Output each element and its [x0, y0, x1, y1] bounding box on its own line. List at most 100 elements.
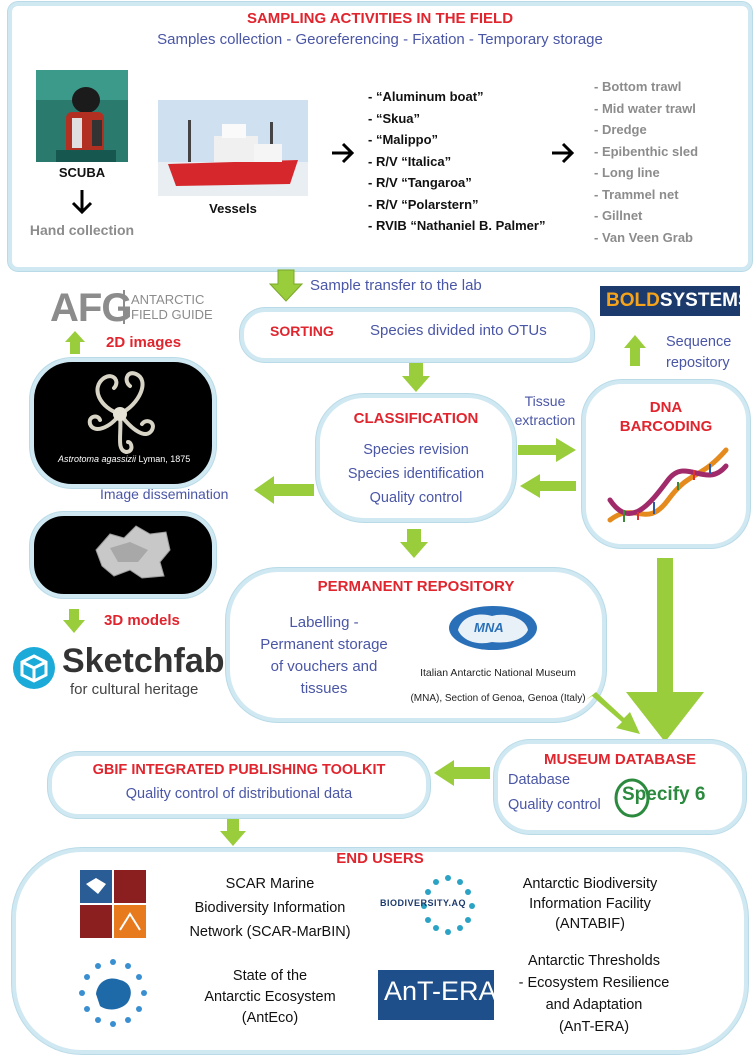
sorting-title: SORTING [270, 323, 334, 339]
repository-line: of vouchers and [270, 658, 378, 675]
vessel-list: - “Aluminum boat” - “Skua” - “Malippo” -… [368, 86, 545, 237]
database-items: Database Quality control [508, 768, 601, 818]
green-down-arrow-icon [220, 819, 246, 846]
antera-text: Antarctic Thresholds - Ecosystem Resilie… [504, 950, 684, 1038]
anteco-text: State of the Antarctic Ecosystem (AntEco… [180, 966, 360, 1029]
anteco-line: Antarctic Ecosystem [204, 989, 336, 1005]
antabif-line: Information Facility [529, 896, 651, 912]
sorting-box [240, 308, 594, 362]
gear-list: - Bottom trawl - Mid water trawl - Dredg… [594, 76, 698, 248]
classification-item: Species identification [347, 466, 485, 482]
afg-divider [123, 290, 125, 324]
antabif-text: Antarctic Biodiversity Information Facil… [500, 874, 680, 934]
dna-line: BARCODING [619, 418, 713, 435]
repository-line: Labelling - [289, 614, 359, 631]
hand-collection-label: Hand collection [29, 222, 135, 238]
gbif-box [48, 752, 430, 818]
database-title: MUSEUM DATABASE [544, 751, 696, 768]
repository-box [226, 568, 606, 722]
model-3d-image [95, 525, 171, 579]
biodiversity-aq-text: BIODIVERSITY.AQ [380, 898, 467, 908]
afg-line1: ANTARCTIC [131, 292, 205, 307]
mna-logo [449, 606, 537, 650]
green-left-arrow-icon [254, 476, 314, 504]
gear-item: - Mid water trawl [594, 100, 696, 116]
vessel-item: - “Skua” [368, 110, 421, 126]
dna-line: DNA [649, 399, 683, 416]
green-left-arrow-icon [434, 760, 490, 786]
vessel-item: - “Malippo” [368, 132, 439, 147]
down-arrow-icon [71, 190, 93, 215]
mna-logo-text: MNA [474, 620, 504, 635]
antabif-line: (ANTABIF) [555, 916, 625, 932]
classification-items: Species revision Species identification … [316, 438, 516, 510]
sketchfab-icon [13, 647, 55, 689]
classification-item: Species revision [363, 442, 469, 458]
systems-part: SYSTEMS [659, 290, 751, 311]
image-2d-caption: Astrotoma agassizii Lyman, 1875 [58, 454, 190, 464]
classification-box [316, 394, 516, 522]
vessel-item: - “Aluminum boat” [368, 89, 484, 104]
transfer-label: Sample transfer to the lab [310, 277, 482, 294]
afg-subtitle: ANTARCTIC FIELD GUIDE [131, 292, 213, 322]
gear-item: - Bottom trawl [594, 79, 682, 94]
bold-systems-logo [600, 286, 740, 316]
sequence-line: Sequence [666, 334, 732, 350]
scar-line: Biodiversity Information [194, 900, 346, 916]
sketchfab-sub: for cultural heritage [70, 681, 199, 698]
repository-title: PERMANENT REPOSITORY [317, 578, 515, 595]
end-users-title: END USERS [336, 850, 424, 867]
right-arrow-icon [332, 142, 355, 164]
antera-line: Antarctic Thresholds [528, 953, 660, 969]
scar-text: SCAR Marine Biodiversity Information Net… [180, 872, 360, 944]
repository-line: tissues [300, 680, 348, 697]
sketchfab-name: Sketchfab [62, 642, 225, 680]
sampling-box [8, 2, 752, 271]
brittle-star-image [87, 371, 155, 455]
vessel-item: - R/V “Tangaroa” [368, 175, 472, 190]
specify-logo [614, 778, 650, 818]
database-item: Database [508, 772, 571, 788]
afg-line2: FIELD GUIDE [131, 307, 213, 322]
gear-item: - Trammel net [594, 186, 679, 202]
afg-logo: AFG [50, 286, 132, 330]
antera-logo-text: AnT-ERA [384, 976, 497, 1006]
tissue-line: Tissue [524, 393, 566, 409]
vessel-item: - R/V “Italica” [368, 153, 452, 169]
tissue-extraction-label: Tissue extraction [500, 392, 590, 430]
repository-text: Labelling - Permanent storage of voucher… [244, 612, 404, 700]
classification-title: CLASSIFICATION [353, 410, 479, 427]
sorting-text: Species divided into OTUs [370, 322, 547, 339]
anteco-line: State of the [232, 968, 308, 984]
dna-helix-image [607, 447, 729, 523]
images-2d-label: 2D images [106, 334, 182, 351]
repository-line: Permanent storage [260, 636, 388, 653]
sampling-subtitle: Samples collection - Georeferencing - Fi… [157, 31, 603, 48]
dna-title: DNA BARCODING [582, 398, 750, 436]
antera-line: - Ecosystem Resilience [518, 975, 670, 991]
caption-species: Astrotoma agassizii [58, 454, 137, 464]
museum-location: (MNA), Section of Genoa, Genoa (Italy) [410, 693, 586, 704]
green-down-arrow-icon [626, 558, 704, 742]
gear-item: - Epibenthic sled [594, 143, 699, 159]
gear-item: - Long line [594, 165, 660, 180]
bold-part: BOLD [606, 290, 660, 311]
museum-name: Italian Antarctic National Museum [420, 667, 576, 679]
gear-item: - Dredge [594, 122, 647, 137]
classification-item: Quality control [369, 490, 463, 506]
gbif-text: Quality control of distributional data [125, 786, 353, 802]
green-diagonal-arrow-icon [586, 692, 640, 734]
image-dissemination-label: Image dissemination [100, 486, 229, 502]
sequence-line: repository [666, 355, 730, 371]
scar-logo [80, 870, 146, 938]
antera-logo [378, 970, 494, 1020]
vessel-item: - R/V “Polarstern” [368, 196, 479, 212]
image-2d-frame [30, 358, 216, 488]
vessels-label: Vessels [209, 201, 257, 216]
green-up-arrow-icon [65, 331, 85, 354]
antera-line: (AnT-ERA) [558, 1019, 630, 1035]
gear-item: - Van Veen Grab [594, 229, 693, 245]
tissue-line: extraction [514, 412, 576, 428]
green-down-arrow-icon [400, 529, 428, 558]
green-up-arrow-icon [624, 335, 646, 366]
